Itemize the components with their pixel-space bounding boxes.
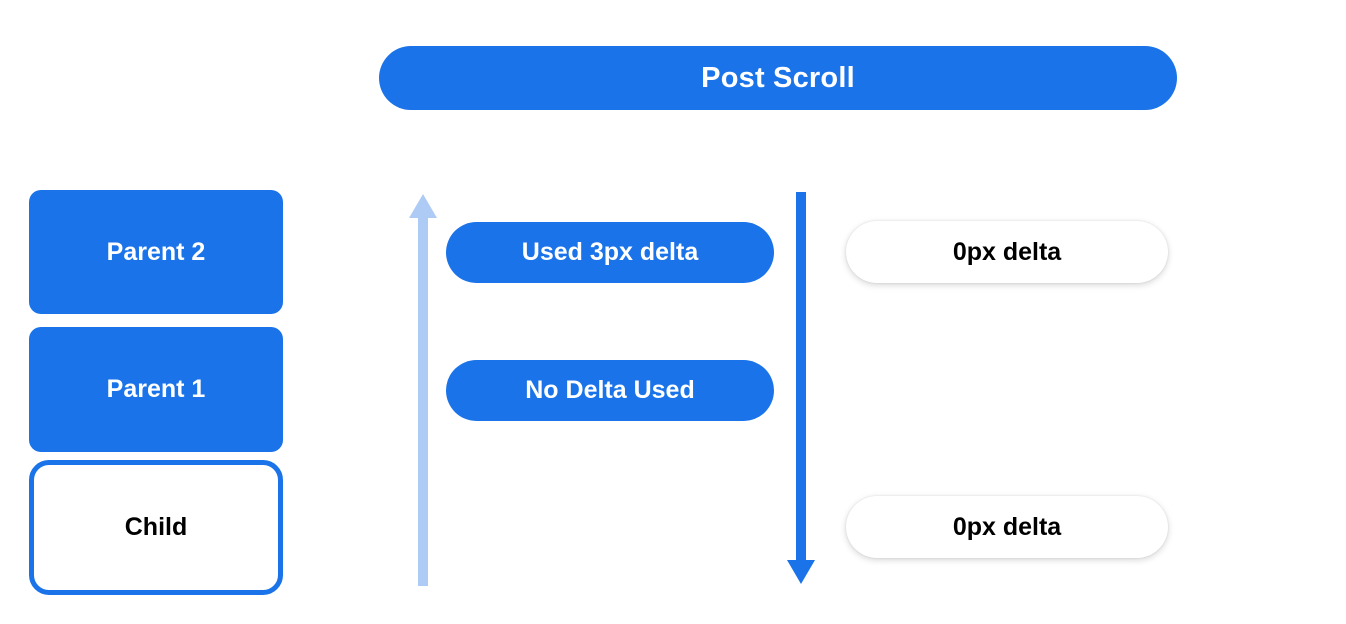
scroll-box-child: Child: [29, 460, 283, 595]
scroll-box-child-label: Child: [124, 513, 188, 541]
scroll-box-parent-1-label: Parent 1: [106, 375, 206, 403]
post-scroll-banner-label: Post Scroll: [701, 61, 855, 94]
scroll-box-parent-1: Parent 1: [29, 327, 283, 452]
remaining-delta-pill-bottom: 0px delta: [846, 496, 1168, 558]
scroll-up-arrow-icon: [409, 194, 437, 586]
post-scroll-banner: Post Scroll: [379, 46, 1177, 110]
scroll-down-arrow-icon: [787, 192, 815, 584]
remaining-delta-pill-bottom-label: 0px delta: [952, 512, 1062, 541]
remaining-delta-pill-top: 0px delta: [846, 221, 1168, 283]
no-delta-pill-label: No Delta Used: [525, 376, 695, 404]
used-delta-pill-label: Used 3px delta: [521, 238, 699, 266]
scroll-box-parent-2: Parent 2: [29, 190, 283, 314]
no-delta-pill: No Delta Used: [446, 360, 774, 421]
remaining-delta-pill-top-label: 0px delta: [952, 237, 1062, 266]
scroll-box-parent-2-label: Parent 2: [106, 237, 206, 266]
used-delta-pill: Used 3px delta: [446, 222, 774, 283]
